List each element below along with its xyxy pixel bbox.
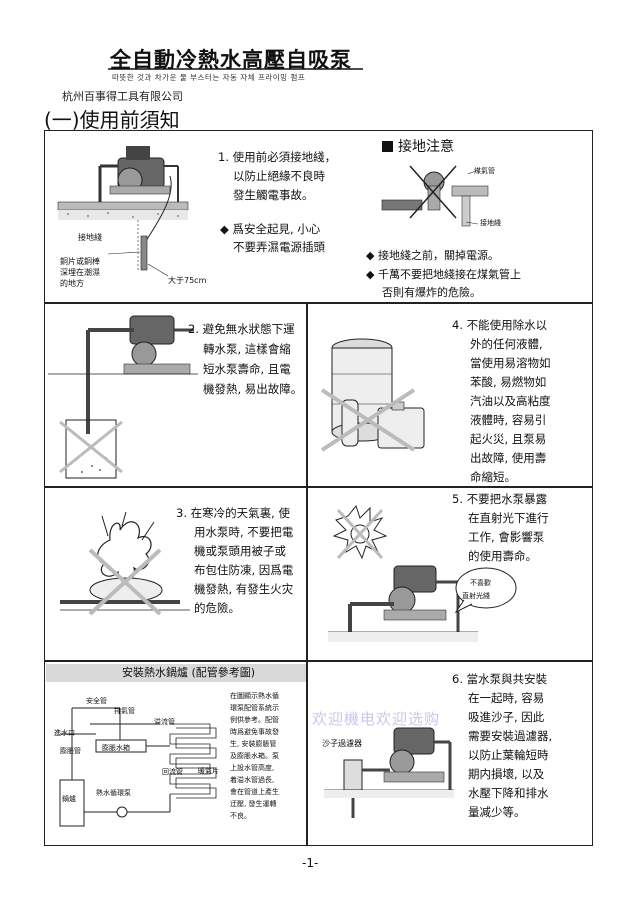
label-overflow-pipe: 溢流管 bbox=[154, 717, 175, 727]
panel1-line-1: 1. 使用前必須接地綫， bbox=[218, 148, 336, 167]
grounding-note-title-text: 接地注意 bbox=[398, 139, 454, 155]
dry-run-illustration bbox=[48, 310, 198, 482]
label-expansion-pipe: 膨脹管 bbox=[60, 746, 81, 756]
panel1-line-2: 以防止絕緣不良時 bbox=[233, 167, 325, 186]
panel4-line-8: 出故障, 使用壽 bbox=[470, 449, 546, 468]
label-circ-pump: 熱水循環泵 bbox=[96, 788, 131, 798]
panel3-line-5: 機發熱, 有發生火灾 bbox=[194, 580, 293, 599]
grounding-note-title: 接地注意 bbox=[382, 136, 454, 156]
label-inlet: 進水口 bbox=[54, 728, 75, 738]
panel4-line-9: 命縮短。 bbox=[470, 468, 516, 487]
gas-pipe-label: 煤氣管 bbox=[474, 166, 495, 176]
panel6-line-2: 在一起時, 容易 bbox=[468, 689, 544, 708]
boiler-desc-7: 上設水管高度, bbox=[230, 762, 274, 774]
grounding-bullet-3: 否則有爆炸的危險。 bbox=[382, 283, 481, 302]
label-radiator: 暖氣片 bbox=[198, 766, 219, 776]
section-heading: (一)使用前須知 bbox=[44, 104, 180, 133]
boiler-desc-6: 及膨脹水箱。泵 bbox=[230, 750, 279, 762]
boiler-desc-9: 會在管道上產生 bbox=[230, 786, 279, 798]
panel6-line-4: 需要安裝過濾器, bbox=[468, 727, 552, 746]
label-expansion-tank: 膨脹水箱 bbox=[102, 743, 130, 753]
document-subtitle: 따뜻한 것과 차가운 물 부스터는 자동 자체 프라이밍 펌프 bbox=[112, 72, 305, 83]
ground-wire-label: 接地綫 bbox=[78, 232, 102, 243]
panel4-line-5: 汽油以及高粘度 bbox=[470, 392, 551, 411]
row-divider-1 bbox=[44, 302, 593, 304]
panel1-line-3: 發生觸電事故。 bbox=[233, 186, 314, 205]
panel3-line-2: 用水泵時, 不要把電 bbox=[194, 523, 293, 542]
rod-label-line-2: 深埋在潮濕 bbox=[60, 267, 100, 278]
boiler-desc-3: 例供參考。配管 bbox=[230, 714, 279, 726]
panel5-line-4: 的使用壽命。 bbox=[468, 547, 537, 566]
panel5-line-3: 工作, 會影響泵 bbox=[468, 528, 544, 547]
panel2-line-2: 轉水泵, 這樣會縮 bbox=[203, 340, 291, 359]
panel1-bullet-2: 不要弄濕電源插頭 bbox=[233, 238, 325, 257]
column-divider bbox=[306, 302, 308, 846]
label-boiler: 鍋爐 bbox=[62, 794, 76, 804]
ground-wire-label-2: 接地綫 bbox=[480, 218, 501, 228]
panel4-line-2: 外的任何液體, bbox=[470, 335, 543, 354]
panel4-line-6: 液體時, 容易引 bbox=[470, 411, 546, 430]
panel6-line-6: 期内損壞, 以及 bbox=[468, 765, 544, 784]
panel2-line-1: 2. 避免無水狀態下運 bbox=[188, 320, 295, 339]
boiler-panel-title: 安裝熱水鍋爐 (配管參考圖) bbox=[46, 664, 306, 682]
panel3-line-4: 布包住防凍, 因爲電 bbox=[194, 561, 293, 580]
row-divider-3 bbox=[44, 660, 593, 662]
panel1-bullet-1: ◆ 爲安全起見, 小心 bbox=[220, 220, 320, 239]
label-return-pipe: 回流管 bbox=[162, 767, 183, 777]
panel3-line-1: 3. 在寒冷的天氣裏, 使 bbox=[176, 504, 290, 523]
company-name: 杭州百事得工具有限公司 bbox=[62, 88, 183, 104]
bubble-line-2: 直射光綫 bbox=[462, 591, 490, 601]
square-bullet-icon bbox=[382, 141, 393, 152]
boiler-desc-2: 環泵配管系統示 bbox=[230, 702, 279, 714]
boiler-desc-10: 迂壓, 發生運轉 bbox=[230, 798, 276, 810]
panel4-line-3: 當使用易溶物如 bbox=[470, 354, 551, 373]
page-number: -1- bbox=[302, 856, 318, 870]
chemical-drum-illustration bbox=[318, 330, 442, 460]
grounding-bullet-2: ◆ 千萬不要把地綫接在煤氣管上 bbox=[366, 265, 521, 284]
boiler-desc-1: 在圖顯示熱水循 bbox=[230, 690, 279, 702]
panel3-line-3: 機或泵頭用被子或 bbox=[194, 542, 286, 561]
rod-label-line-1: 銅片或銅棒 bbox=[60, 256, 100, 267]
panel6-line-8: 量减少等。 bbox=[468, 803, 526, 822]
grounding-bullet-1: ◆ 接地綫之前，關掉電源。 bbox=[366, 246, 499, 265]
covered-pump-fire-illustration bbox=[50, 510, 190, 620]
panel4-line-1: 4. 不能使用除水以 bbox=[452, 316, 547, 335]
sand-filter-illustration bbox=[324, 720, 454, 830]
depth-label: 大于75cm bbox=[168, 275, 206, 286]
boiler-desc-4: 時爲避免事故發 bbox=[230, 726, 279, 738]
panel6-line-1: 6. 當水泵與共安裝 bbox=[452, 670, 547, 689]
panel2-line-3: 短水泵壽命, 且電 bbox=[203, 360, 291, 379]
panel4-line-4: 苯酸, 易燃物如 bbox=[470, 373, 546, 392]
bubble-line-1: 不喜歡 bbox=[470, 578, 491, 588]
panel4-line-7: 起火災, 且泵易 bbox=[470, 430, 546, 449]
panel5-line-1: 5. 不要把水泵暴露 bbox=[452, 490, 547, 509]
label-safety-pipe: 安全管 bbox=[86, 696, 107, 706]
panel6-line-5: 以防止葉輪短時 bbox=[468, 746, 549, 765]
panel3-line-6: 的危險。 bbox=[194, 599, 240, 618]
rod-label-line-3: 的地方 bbox=[60, 278, 84, 289]
speech-bubble bbox=[454, 566, 520, 614]
panel6-line-7: 水壓下降和排水 bbox=[468, 784, 549, 803]
panel6-line-3: 吸進沙子, 因此 bbox=[468, 708, 544, 727]
panel2-line-4: 機發熱, 易出故障。 bbox=[203, 380, 302, 399]
boiler-desc-5: 生, 安裝膨脹管 bbox=[230, 738, 276, 750]
boiler-desc-11: 不良。 bbox=[230, 810, 251, 822]
sand-filter-label: 沙子過濾器 bbox=[322, 738, 362, 749]
panel5-line-2: 在直射光下進行 bbox=[468, 509, 549, 528]
boiler-desc-8: 着溢水管過長, bbox=[230, 774, 274, 786]
label-exhaust-pipe: 排氣管 bbox=[114, 706, 135, 716]
